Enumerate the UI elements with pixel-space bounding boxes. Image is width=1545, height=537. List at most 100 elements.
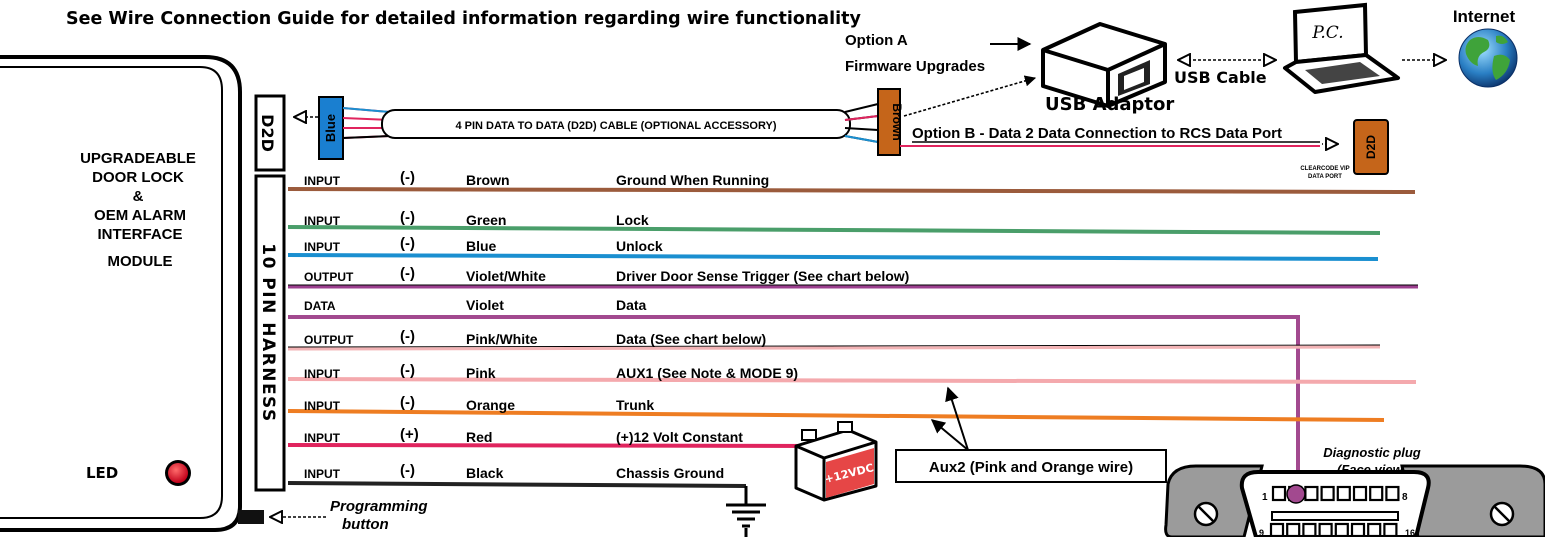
diag-pin-top — [1271, 485, 1287, 502]
wire-type: INPUT — [304, 240, 341, 254]
clearcode-label-2: DATA PORT — [1308, 174, 1342, 180]
diag-pin-bottom — [1334, 522, 1349, 537]
harness-connector — [254, 174, 286, 492]
module-line-6: MODULE — [108, 253, 173, 270]
wire-function: Data (See chart below) — [616, 331, 766, 347]
usb-cable-label: USB Cable — [1174, 68, 1267, 87]
brown-connector-label: Brown — [890, 103, 904, 140]
wire-type: INPUT — [304, 214, 341, 228]
wire-red — [287, 443, 823, 448]
vip-port-label: D2D — [1364, 135, 1378, 159]
internet-label: Internet — [1453, 7, 1516, 26]
module-box — [0, 55, 264, 532]
wire-function: Chassis Ground — [616, 465, 724, 481]
wire-type: OUTPUT — [304, 270, 354, 284]
aux2-arrow-orange — [930, 419, 969, 451]
globe-icon — [1458, 28, 1518, 88]
option-a-label: Option A — [845, 32, 908, 49]
vip-port — [1353, 119, 1389, 175]
wire-color-name: Black — [466, 465, 504, 481]
d2d-cable: Blue 4 PIN DATA TO DATA (D2D) CABLE (OPT… — [294, 75, 1338, 160]
header-title: See Wire Connection Guide for detailed i… — [66, 9, 861, 29]
diag-pin-top — [1385, 485, 1400, 502]
diag-pin-top — [1336, 485, 1351, 502]
d2d-port-label: D2D — [258, 114, 277, 152]
module-line-4: OEM ALARM — [94, 207, 186, 224]
diagnostic-plug: 1 8 9 16 — [1164, 464, 1545, 537]
wire-type: INPUT — [304, 467, 341, 481]
wire-function: AUX1 (See Note & MODE 9) — [616, 365, 798, 381]
wire-blue — [287, 253, 1379, 261]
diag-pin1: 1 — [1262, 492, 1268, 503]
wire-black — [287, 481, 747, 488]
module-line-5: INTERFACE — [97, 226, 182, 243]
diag-pin-bottom — [1302, 522, 1317, 537]
wire-color-name: Green — [466, 212, 506, 228]
wire-polarity: (-) — [400, 462, 415, 479]
module-line-3: & — [133, 188, 144, 205]
wire-color-name: Red — [466, 429, 492, 445]
wire-orange — [287, 409, 1385, 422]
wire-function: Data — [616, 297, 647, 313]
diag-data-pin — [1286, 484, 1306, 504]
pc-label: P.C. — [1311, 23, 1343, 43]
diag-pin-top — [1369, 485, 1384, 502]
wire-color-name: Brown — [466, 172, 510, 188]
module-line-2: DOOR LOCK — [92, 169, 184, 186]
wire-polarity: (-) — [400, 209, 415, 226]
programming-label-2: button — [342, 516, 389, 533]
wire-polarity: (-) — [400, 394, 415, 411]
diag-pin-bottom — [1318, 522, 1333, 537]
d2d-port — [254, 94, 286, 172]
usb-adaptor-icon — [1041, 22, 1167, 108]
aux2-label: Aux2 (Pink and Orange wire) — [929, 459, 1133, 476]
module-line-1: UPGRADEABLE — [80, 150, 196, 167]
programming-label: Programming — [330, 498, 428, 515]
diag-pin-bottom — [1383, 522, 1398, 537]
wire-polarity: (-) — [400, 265, 415, 282]
blue-connector-label: Blue — [323, 114, 338, 142]
harness-label: 10 PIN HARNESS — [258, 243, 278, 423]
wire-type: INPUT — [304, 431, 341, 445]
wire-polarity: (-) — [400, 169, 415, 186]
diag-pin-bottom — [1367, 522, 1382, 537]
wire-brown — [287, 187, 1416, 194]
wire-violet — [288, 315, 1300, 486]
wire-stripe — [287, 344, 1381, 348]
diag-pin-top — [1320, 485, 1335, 502]
wire-function: (+)12 Volt Constant — [616, 429, 743, 445]
diag-pin-bottom — [1350, 522, 1366, 537]
wire-function: Trunk — [616, 397, 654, 413]
wire-function: Ground When Running — [616, 172, 769, 188]
wire-type: DATA — [304, 299, 336, 313]
wire-green — [287, 225, 1381, 235]
wire-color-name: Orange — [466, 397, 515, 413]
diag-pin16: 16 — [1405, 528, 1415, 537]
wire-type: INPUT — [304, 174, 341, 188]
wire-color-name: Blue — [466, 238, 497, 254]
wire-polarity: (-) — [400, 235, 415, 252]
wire-type: INPUT — [304, 367, 341, 381]
diag-pin9: 9 — [1259, 528, 1264, 537]
aux2-arrow-pink — [945, 386, 969, 451]
wire-polarity: (-) — [400, 328, 415, 345]
clearcode-label-1: CLEARCODE VIP — [1300, 166, 1349, 172]
wire-color-name: Pink/White — [466, 331, 538, 347]
wire-function: Unlock — [616, 238, 663, 254]
usb-adaptor-label: USB Adaptor — [1045, 94, 1174, 115]
wire-polarity: (-) — [400, 362, 415, 379]
led-label: LED — [86, 464, 118, 482]
wire-pink-white — [287, 345, 1381, 351]
wire-pink — [287, 377, 1417, 384]
diag-pin-bottom — [1269, 522, 1285, 537]
wire-type: OUTPUT — [304, 333, 354, 347]
wire-function: Lock — [616, 212, 649, 228]
battery-icon: +12VDC — [794, 421, 878, 502]
led-indicator — [168, 463, 188, 483]
diag-pin8: 8 — [1402, 492, 1408, 503]
pc-icon: P.C. — [1283, 2, 1400, 94]
option-b-label: Option B - Data 2 Data Connection to RCS… — [912, 125, 1282, 142]
module-title: UPGRADEABLE DOOR LOCK & OEM ALARM INTERF… — [80, 150, 196, 270]
